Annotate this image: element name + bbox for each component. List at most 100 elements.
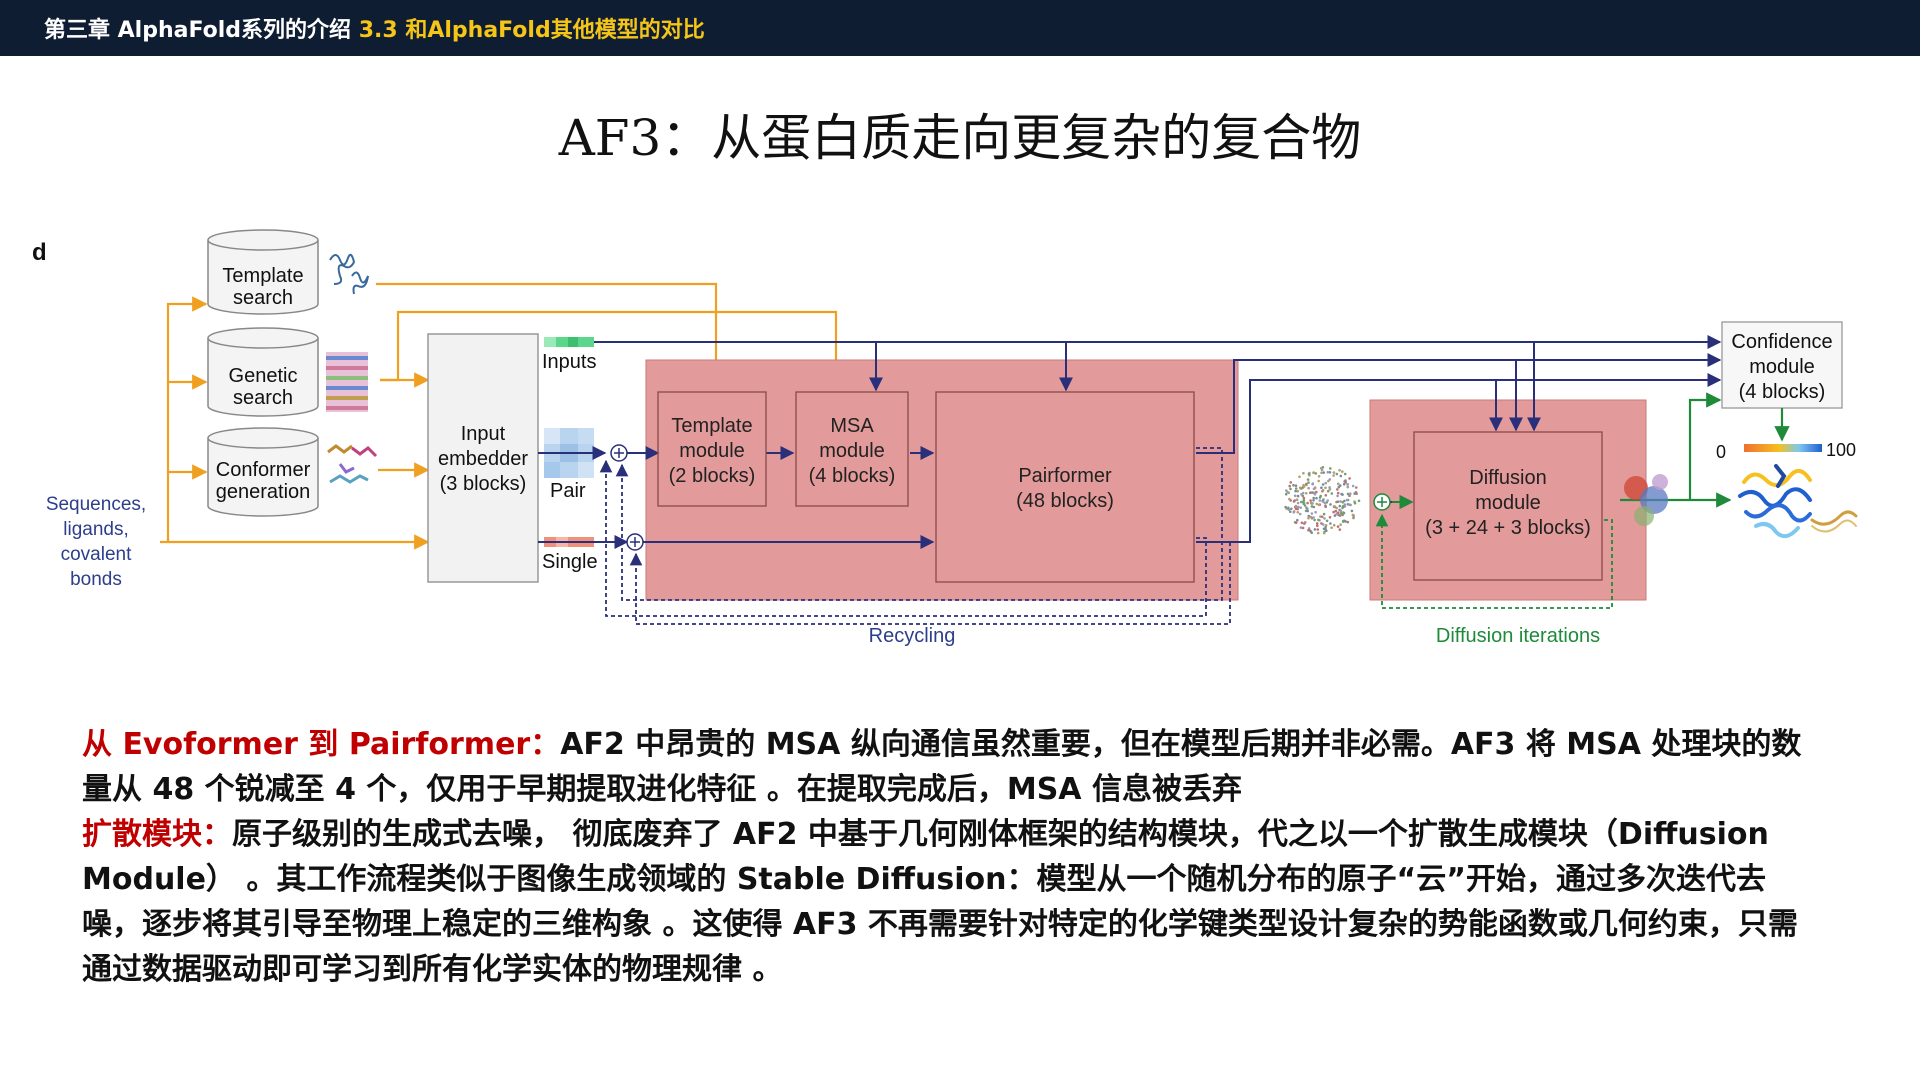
noise-atom: [1290, 507, 1293, 511]
noise-atom: [1353, 501, 1357, 505]
noise-atom: [1312, 496, 1315, 500]
text-line: Template: [671, 415, 752, 437]
noise-atom: [1315, 490, 1318, 494]
noise-atom: [1294, 487, 1298, 490]
text-line: Pairformer: [1018, 465, 1112, 487]
route-trunk: [166, 296, 208, 542]
noise-atom: [1289, 481, 1293, 484]
noise-atom: [1321, 483, 1325, 486]
noise-atom: [1322, 512, 1326, 516]
denoised-structure-thumbnail: [1624, 474, 1668, 526]
noise-atom: [1336, 525, 1340, 528]
noise-atom: [1339, 474, 1343, 478]
noise-atom: [1336, 482, 1340, 486]
noise-atom: [1348, 503, 1351, 507]
text-line: covalent: [61, 544, 132, 565]
text-line: Sequences,: [46, 494, 146, 515]
noise-atom: [1315, 496, 1318, 500]
noise-atom: [1342, 482, 1346, 486]
noise-atom: [1299, 526, 1303, 529]
predicted-structure-image: [1738, 464, 1858, 539]
noise-atom: [1305, 492, 1308, 495]
svg-text:Pairformer(48 blocks): Pairformer (48 blocks): [1016, 465, 1114, 512]
noise-atom: [1329, 522, 1332, 525]
noise-atom: [1309, 499, 1312, 502]
text-line: MSA: [830, 415, 874, 437]
noise-atom: [1296, 494, 1300, 498]
text-line: Genetic: [229, 365, 298, 387]
noise-atom: [1312, 505, 1316, 509]
paragraph-pairformer: 从 Evoformer 到 Pairformer：AF2 中昂贵的 MSA 纵向…: [82, 722, 1802, 812]
noise-atom: [1322, 531, 1326, 535]
noise-atom: [1320, 471, 1323, 475]
noise-atom: [1322, 471, 1325, 474]
noise-atom: [1289, 487, 1292, 491]
noise-atom: [1317, 475, 1321, 478]
noise-atom: [1330, 526, 1333, 529]
noise-atom: [1332, 510, 1335, 514]
noise-atom: [1336, 488, 1339, 491]
noise-atom: [1294, 484, 1298, 488]
text-line: module: [679, 440, 745, 462]
diffusion-iteration-loop-arrow: [1375, 513, 1613, 609]
noise-atom: [1343, 480, 1346, 483]
noise-atom: [1343, 472, 1347, 476]
noise-atom: [1315, 522, 1319, 525]
noise-atom: [1301, 526, 1305, 530]
noise-atom: [1306, 478, 1310, 481]
noise-atom: [1310, 512, 1314, 515]
noise-atom: [1353, 492, 1356, 495]
noise-atom: [1301, 491, 1305, 495]
conformer-molecule-icon: [327, 444, 378, 484]
breadcrumb: 第三章 AlphaFold系列的介绍 3.3 和AlphaFold其他模型的对比: [44, 12, 705, 44]
text-line: search: [233, 387, 293, 409]
noise-atom: [1341, 505, 1345, 508]
noise-atom: [1330, 492, 1334, 495]
noise-atom: [1294, 507, 1298, 511]
noise-atom: [1346, 485, 1350, 489]
noise-atom: [1329, 467, 1332, 470]
noise-atom: [1307, 481, 1310, 484]
noise-atom: [1320, 522, 1323, 525]
noise-atom: [1299, 506, 1302, 510]
noise-atom: [1333, 505, 1336, 508]
noise-atom: [1298, 475, 1301, 479]
noise-atom: [1348, 494, 1351, 498]
noise-atom: [1294, 504, 1298, 508]
scale-min-label: 0: [1716, 442, 1726, 462]
noise-atom: [1343, 503, 1347, 506]
noise-atom: [1293, 494, 1297, 498]
noise-atom: [1350, 509, 1354, 513]
noise-atom: [1314, 510, 1317, 514]
diffusion-label: 扩散模块：: [82, 817, 232, 852]
noise-atom: [1318, 499, 1322, 502]
confidence-scale-bar: [1744, 444, 1822, 452]
noise-atom: [1287, 508, 1291, 512]
noise-atom: [1310, 491, 1314, 494]
text-line: (48 blocks): [1016, 490, 1114, 512]
noise-atom: [1296, 501, 1300, 505]
text-line: Template: [222, 265, 303, 287]
noise-atom: [1300, 500, 1303, 504]
noise-atom: [1311, 482, 1314, 485]
noise-atom: [1348, 477, 1351, 480]
noise-atom: [1313, 493, 1317, 496]
text-line: ligands,: [63, 519, 129, 540]
recycling-label: Recycling: [869, 625, 956, 647]
trunk-background: [645, 359, 1239, 601]
text-line: (3 + 24 + 3 blocks): [1425, 517, 1591, 539]
noise-atom: [1303, 504, 1307, 507]
noise-atom: [1326, 470, 1330, 474]
noise-atom: [1324, 486, 1327, 490]
noise-atom: [1315, 502, 1319, 506]
noise-atom: [1296, 511, 1300, 514]
noise-atom: [1336, 491, 1340, 495]
diffusion-sum-node: [1373, 493, 1391, 511]
input-routing-arrows: [160, 282, 844, 550]
